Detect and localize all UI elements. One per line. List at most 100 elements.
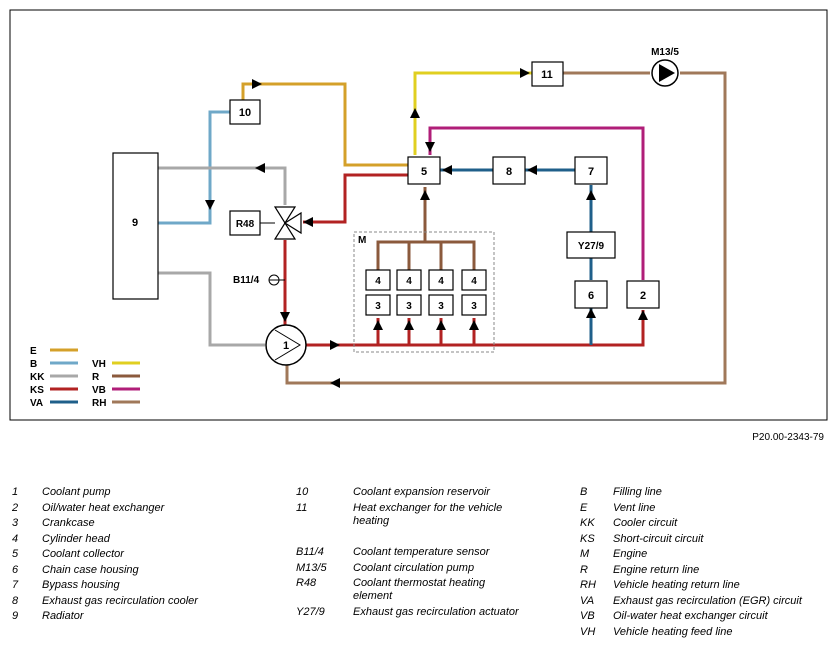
legend-key: VA <box>580 594 595 607</box>
arrow-bypass-up <box>586 190 596 200</box>
head-box-4 <box>461 269 487 291</box>
bypass-label: 7 <box>588 166 594 178</box>
legend-value: element <box>353 590 393 602</box>
egr-cooler-box <box>492 156 526 185</box>
legend-key: 11 <box>296 501 308 514</box>
crank-label-4: 3 <box>471 301 477 312</box>
arrow-ks-down <box>280 312 290 322</box>
line-legend-code-kk: KK <box>30 372 45 383</box>
head-box-3 <box>428 269 454 291</box>
pipe-oil-hx-circuit <box>428 126 645 280</box>
engine-boundary <box>353 231 495 353</box>
pipe-arrows <box>205 68 648 388</box>
legend-key: E <box>580 501 588 514</box>
legend-key: VB <box>580 610 595 622</box>
legend-value: Chain case housing <box>42 563 139 576</box>
legend-value: Coolant pump <box>42 486 111 498</box>
arrow-to-11 <box>520 68 530 78</box>
line-legend-code-r: R <box>92 372 100 383</box>
legend-value: Crankcase <box>42 517 95 529</box>
arrow-ks-left <box>303 217 313 227</box>
arrow-crank-2 <box>404 320 414 330</box>
legend-key: 9 <box>12 610 19 622</box>
circ-pump-label: M13/5 <box>651 47 679 58</box>
legend-value: Oil/water heat exchanger <box>42 501 165 514</box>
heater-hx-box <box>531 61 564 87</box>
circ-pump-triangle <box>659 64 675 82</box>
legend-key: 8 <box>12 594 19 607</box>
pipe-vent-line <box>241 82 410 167</box>
coolant-pump-triangle <box>274 329 301 361</box>
legend-value: Coolant temperature sensor <box>353 546 490 558</box>
legend-key: M <box>580 548 590 560</box>
thermostat-label: R48 <box>236 219 255 230</box>
legend-value: Exhaust gas recirculation actuator <box>353 606 519 618</box>
egr-cooler-label: 8 <box>506 166 512 178</box>
arrow-pump-right <box>330 340 340 350</box>
legend-value: Bypass housing <box>42 579 120 591</box>
legend-key: VH <box>580 625 596 638</box>
line-legend-code-vh: VH <box>92 359 106 370</box>
cylinder-heads: 4 4 4 4 <box>365 269 487 291</box>
crank-label-2: 3 <box>406 301 412 312</box>
legend-value: Vent line <box>613 501 656 514</box>
legend-value: Coolant expansion reservoir <box>353 486 490 498</box>
line-legend-code-vb: VB <box>92 385 106 396</box>
legend-value: Vehicle heating feed line <box>613 625 733 638</box>
legend-key: 4 <box>12 532 19 545</box>
legend-value: Coolant collector <box>42 548 124 560</box>
legend-value: Cooler circuit <box>613 517 678 529</box>
oil-hx-label: 2 <box>640 290 646 302</box>
arrow-crank-3 <box>436 320 446 330</box>
crank-label-1: 3 <box>375 301 381 312</box>
crank-box-3 <box>428 294 454 316</box>
crank-box-1 <box>365 294 391 316</box>
legend-value: Coolant circulation pump <box>353 561 475 574</box>
legend-key: 7 <box>12 579 19 591</box>
legend-value: Exhaust gas recirculation cooler <box>42 594 198 607</box>
legend-key: B11/4 <box>296 546 324 558</box>
legend-value: Oil-water heat exchanger circuit <box>613 610 768 622</box>
radiator-label: 9 <box>132 217 138 229</box>
legend-value: heating <box>353 514 390 527</box>
arrow-filling-down <box>205 200 215 210</box>
legend-value: Cylinder head <box>42 532 110 545</box>
pipe-cooler-upper <box>158 166 287 205</box>
arrow-egr-left <box>527 165 537 175</box>
coolant-pump-label: 1 <box>283 340 289 352</box>
pipe-pump-supply <box>306 310 645 347</box>
arrow-crank-1 <box>373 320 383 330</box>
collector-label: 5 <box>421 166 427 178</box>
arrow-vent <box>252 79 262 89</box>
actuator-label: Y27/9 <box>578 241 605 252</box>
heater-hx-label: 11 <box>541 69 553 81</box>
legend-key: RH <box>580 579 596 591</box>
legend-key: KK <box>580 517 595 529</box>
arrow-crank-4 <box>469 320 479 330</box>
chain-case-label: 6 <box>588 290 594 302</box>
arrow-collector-left <box>442 165 452 175</box>
arrow-cooler-left <box>255 163 265 173</box>
legend-value: Engine return line <box>613 563 700 576</box>
reservoir-label: 10 <box>239 107 251 119</box>
legend-value: Exhaust gas recirculation (EGR) circuit <box>613 594 802 607</box>
legend-key: 5 <box>12 548 19 560</box>
crank-box-2 <box>396 294 422 316</box>
crank-box-4 <box>461 294 487 316</box>
collector-box <box>407 156 441 185</box>
pipe-heating-return-2 <box>285 71 727 385</box>
legend-key: 3 <box>12 517 19 529</box>
legend-key: B <box>580 486 588 498</box>
pipe-cooler-lower <box>158 271 265 347</box>
coolant-pump-icon <box>265 324 307 366</box>
pipes <box>158 71 727 385</box>
legend-key: 2 <box>12 501 19 514</box>
head-box-2 <box>396 269 422 291</box>
thermostat-valve-icon <box>273 206 302 240</box>
pipe-short-circuit <box>303 173 408 224</box>
legend-value: Engine <box>613 548 648 560</box>
legend-value: Coolant thermostat heating <box>353 577 486 589</box>
crankcase: 3 3 3 3 <box>365 294 487 316</box>
legend-key: 10 <box>296 486 309 498</box>
